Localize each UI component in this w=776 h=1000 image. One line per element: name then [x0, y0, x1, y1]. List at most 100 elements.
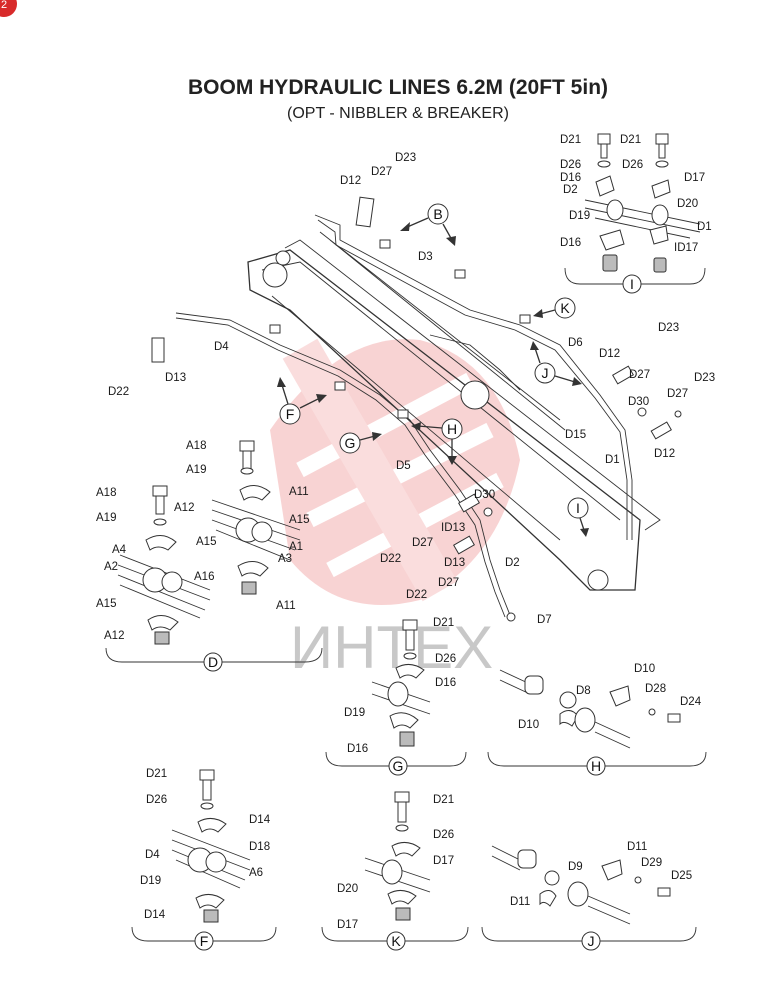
svg-text:B: B [433, 206, 442, 222]
svg-text:A18: A18 [96, 487, 116, 499]
svg-text:A12: A12 [104, 630, 124, 642]
detail-j: J D11 D9 D29 D25 D11 [481, 841, 697, 951]
label-d7: D7 [537, 614, 552, 626]
svg-text:D19: D19 [344, 707, 365, 719]
svg-text:A1: A1 [289, 541, 303, 553]
detail-g-name: G [393, 758, 404, 774]
svg-text:D10: D10 [634, 663, 655, 675]
detail-k: K D21 D26 D17 D20 D17 [321, 791, 469, 951]
detail-i-name: I [630, 276, 634, 292]
detail-h: H D10 D8 D28 D24 D10 [487, 663, 707, 776]
svg-text:D20: D20 [677, 198, 698, 210]
svg-text:2: 2 [1, 0, 7, 11]
label-d27-b: D27 [629, 369, 650, 381]
svg-text:A15: A15 [196, 536, 216, 548]
callout-h[interactable]: H [411, 418, 463, 465]
svg-text:A19: A19 [96, 512, 116, 524]
callout-f[interactable]: F [277, 377, 327, 425]
svg-text:K: K [560, 300, 570, 316]
svg-text:D28: D28 [645, 683, 666, 695]
label-d22-b: D22 [380, 553, 401, 565]
detail-d: D A18 A19 A11 A18 A19 A12 A15 A15 A1 A4 … [96, 440, 323, 672]
svg-text:D21: D21 [146, 768, 167, 780]
label-d27-c: D27 [667, 388, 688, 400]
detail-f-name: F [200, 933, 209, 949]
label-d1: D1 [605, 454, 620, 466]
label-d4: D4 [214, 341, 229, 353]
main-labels: D23 D27 D12 D3 D4 D13 D22 D6 D12 D27 D23… [108, 152, 715, 626]
detail-f: F D21 D26 D14 D18 D4 A6 D19 D14 [131, 768, 277, 951]
svg-text:D16: D16 [560, 172, 581, 184]
svg-text:D18: D18 [249, 841, 270, 853]
svg-text:D14: D14 [249, 814, 271, 826]
watermark-logo [270, 338, 520, 605]
callout-j[interactable]: J [530, 341, 582, 386]
detail-h-name: H [591, 758, 601, 774]
svg-text:D19: D19 [569, 210, 590, 222]
boom-structure [247, 231, 661, 591]
label-d27-d: D27 [412, 537, 433, 549]
label-d23-c: D23 [694, 372, 715, 384]
svg-text:D21: D21 [620, 134, 641, 146]
svg-text:D26: D26 [560, 159, 581, 171]
svg-text:D24: D24 [680, 696, 702, 708]
svg-text:A11: A11 [276, 600, 296, 612]
svg-text:A19: A19 [186, 464, 206, 476]
callout-k[interactable]: K [533, 297, 576, 319]
svg-text:D26: D26 [433, 829, 454, 841]
main-clamps [151, 196, 682, 622]
svg-text:J: J [542, 365, 549, 381]
label-d23-b: D23 [658, 322, 679, 334]
svg-text:A15: A15 [96, 598, 116, 610]
page-badge: 2 [0, 0, 17, 17]
svg-text:D16: D16 [435, 677, 456, 689]
label-id13: ID13 [441, 522, 465, 534]
label-d27-e: D27 [438, 577, 459, 589]
svg-text:ID17: ID17 [674, 242, 698, 254]
svg-text:F: F [286, 406, 295, 422]
svg-text:D26: D26 [622, 159, 643, 171]
svg-text:D16: D16 [347, 743, 368, 755]
svg-text:A12: A12 [174, 502, 194, 514]
label-d30-b: D30 [474, 489, 495, 501]
detail-i: I D21 D21 D26 D26 D16 D17 D2 D20 D19 D1 … [560, 133, 712, 294]
svg-text:D29: D29 [641, 857, 662, 869]
svg-text:I: I [576, 500, 580, 516]
svg-text:D26: D26 [146, 794, 167, 806]
svg-text:D14: D14 [144, 909, 166, 921]
svg-text:D2: D2 [563, 184, 578, 196]
svg-text:D11: D11 [627, 841, 647, 853]
svg-text:D8: D8 [576, 685, 591, 697]
svg-text:A18: A18 [186, 440, 206, 452]
svg-text:D21: D21 [433, 794, 454, 806]
svg-text:D11: D11 [510, 896, 530, 908]
callout-b[interactable]: B [400, 203, 456, 246]
callout-g[interactable]: G [339, 432, 382, 454]
svg-text:D21: D21 [560, 134, 581, 146]
svg-text:G: G [345, 435, 356, 451]
svg-text:D9: D9 [568, 861, 583, 873]
label-d12-c: D12 [654, 448, 675, 460]
page-title: BOOM HYDRAULIC LINES 6.2M (20FT 5in) [188, 76, 608, 99]
svg-text:A2: A2 [104, 561, 118, 573]
svg-text:D20: D20 [337, 883, 358, 895]
svg-text:D17: D17 [684, 172, 705, 184]
svg-text:A6: A6 [249, 867, 263, 879]
label-d13: D13 [165, 372, 186, 384]
svg-text:D26: D26 [435, 653, 456, 665]
label-d12: D12 [340, 175, 361, 187]
detail-d-name: D [208, 654, 218, 670]
label-d22-c: D22 [406, 589, 427, 601]
label-d12-b: D12 [599, 348, 620, 360]
svg-text:D16: D16 [560, 237, 581, 249]
label-d27: D27 [371, 166, 392, 178]
svg-text:A4: A4 [112, 544, 127, 556]
label-d30: D30 [628, 396, 649, 408]
detail-j-name: J [588, 933, 595, 949]
svg-text:D19: D19 [140, 875, 161, 887]
svg-text:A3: A3 [278, 553, 292, 565]
label-d22: D22 [108, 386, 129, 398]
label-d23: D23 [395, 152, 416, 164]
callout-i[interactable]: I [567, 497, 589, 537]
